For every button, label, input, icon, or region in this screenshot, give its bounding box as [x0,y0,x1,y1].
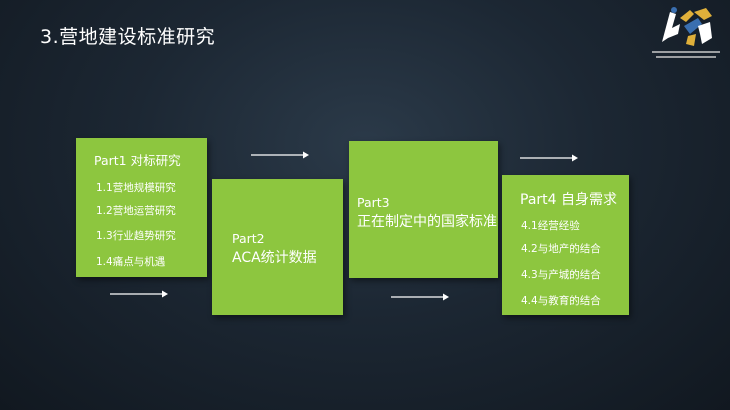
part2-title: Part2 [232,231,265,246]
part4-title: Part4 自身需求 [520,192,617,208]
part1-title: Part1 对标研究 [94,153,181,168]
arrow-right-icon [520,153,580,163]
part1-item: 1.3行业趋势研究 [96,230,176,242]
part3-title: Part3 [357,195,390,210]
brand-logo-icon [662,7,712,46]
slide-title: 3.营地建设标准研究 [40,26,216,48]
part2-box: Part2 ACA统计数据 [212,179,343,315]
logo-subtitle-line [656,56,716,58]
arrow-right-icon [391,292,451,302]
part1-item: 1.1营地规模研究 [96,182,176,194]
part2-subtitle: ACA统计数据 [232,250,317,266]
brand-logo [646,4,724,64]
part4-item: 4.2与地产的结合 [521,243,601,255]
part1-item: 1.4痛点与机遇 [96,256,166,268]
arrow-right-icon [251,150,311,160]
part3-subtitle: 正在制定中的国家标准 [357,214,497,230]
arrow-right-icon [110,289,170,299]
part4-item: 4.4与教育的结合 [521,295,601,307]
part4-item: 4.3与产城的结合 [521,269,601,281]
part3-box: Part3 正在制定中的国家标准 [349,141,498,278]
part4-item: 4.1经营经验 [521,220,580,232]
part1-item: 1.2营地运营研究 [96,205,176,217]
part4-box: Part4 自身需求 4.1经营经验 4.2与地产的结合 4.3与产城的结合 4… [502,175,629,315]
part1-box: Part1 对标研究 1.1营地规模研究 1.2营地运营研究 1.3行业趋势研究… [76,138,207,277]
logo-subtitle-line [652,51,720,53]
